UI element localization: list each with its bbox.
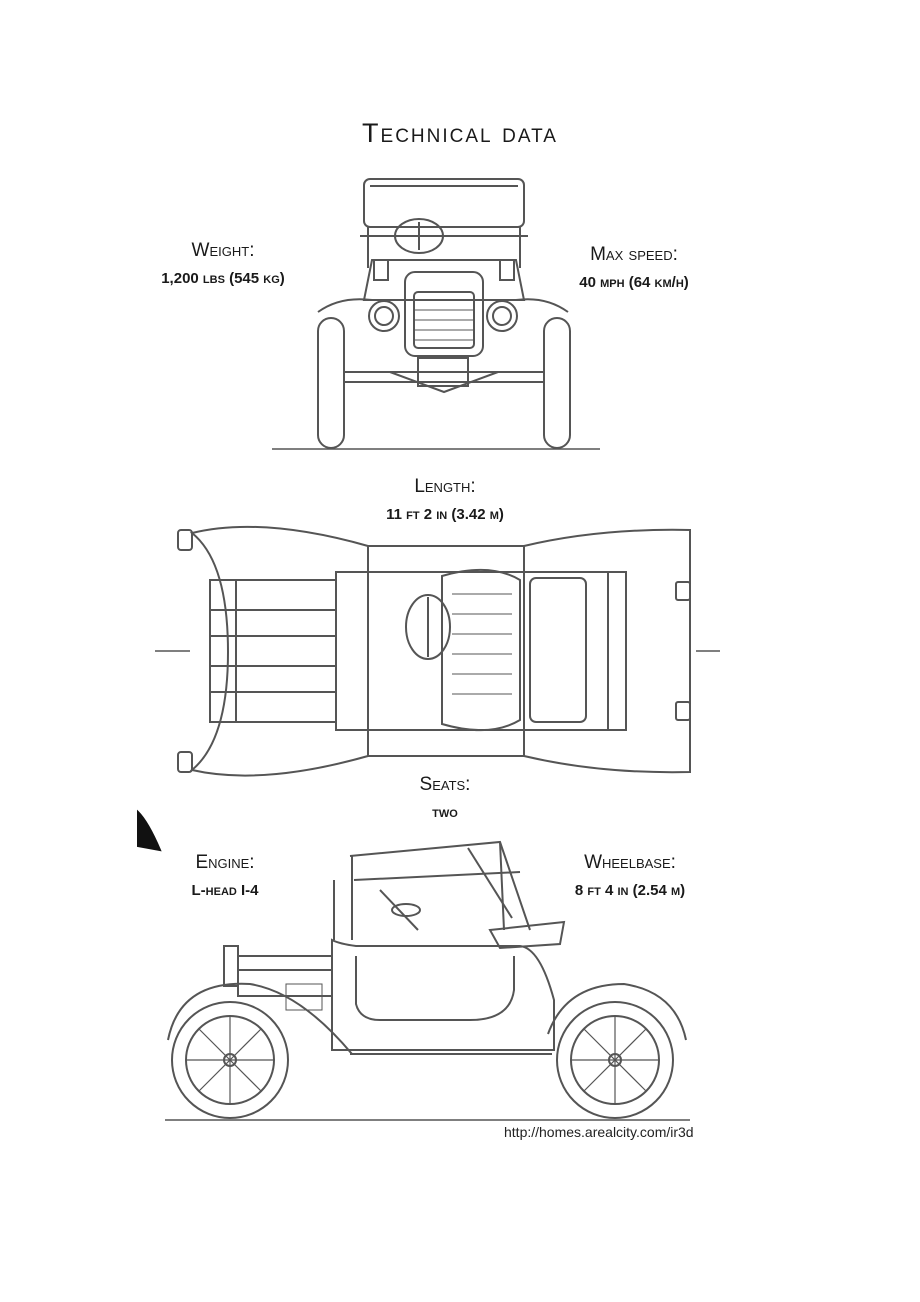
length-spec: Length: 11 ft 2 in (3.42 m) <box>340 476 550 523</box>
length-label: Length: <box>414 476 476 497</box>
seats-label: Seats: <box>419 774 471 795</box>
top-view-drawing <box>155 527 720 776</box>
engine-value: L-head I-4 <box>191 882 259 899</box>
engine-spec: Engine: L-head I-4 <box>150 852 300 899</box>
max-speed-label: Max speed: <box>590 244 678 265</box>
wheelbase-value: 8 ft 4 in (2.54 m) <box>574 882 686 899</box>
seats-spec: Seats: two <box>380 774 510 821</box>
page-title: Technical data <box>362 118 558 148</box>
source-url: http://homes.arealcity.com/ir3d <box>504 1124 694 1140</box>
front-view-drawing <box>272 179 600 449</box>
max-speed-spec: Max speed: 40 mph (64 km/h) <box>548 244 720 291</box>
weight-value: 1,200 lbs (545 kg) <box>161 270 285 287</box>
weight-spec: Weight: 1,200 lbs (545 kg) <box>128 240 318 287</box>
wheelbase-label: Wheelbase: <box>584 852 676 873</box>
weight-label: Weight: <box>191 240 255 261</box>
seats-value: two <box>432 804 458 821</box>
length-value: 11 ft 2 in (3.42 m) <box>386 506 504 523</box>
scan-mark <box>138 812 160 850</box>
side-view-drawing <box>165 842 690 1120</box>
max-speed-value: 40 mph (64 km/h) <box>579 274 689 291</box>
engine-label: Engine: <box>195 852 255 873</box>
wheelbase-spec: Wheelbase: 8 ft 4 in (2.54 m) <box>544 852 716 899</box>
